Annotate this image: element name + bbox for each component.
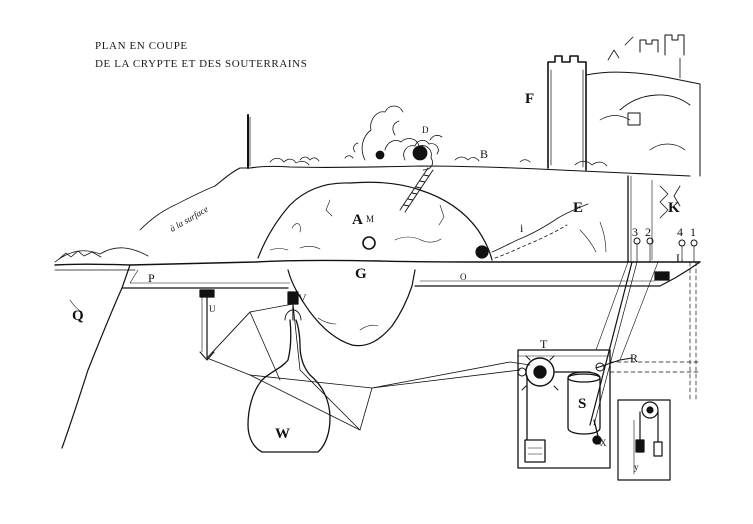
water-level-line	[54, 259, 701, 271]
label-v: V	[298, 291, 307, 305]
label-g: G	[355, 266, 367, 282]
label-s: S	[578, 396, 586, 412]
shaft-u	[199, 289, 215, 361]
label-m: M	[366, 214, 374, 224]
label-p: P	[148, 271, 155, 285]
cliff-q	[61, 287, 123, 449]
label-y: y	[634, 462, 639, 472]
label-q: Q	[72, 308, 84, 324]
surface-ground	[214, 156, 691, 187]
crypt-cave	[257, 181, 493, 261]
passage-o	[414, 261, 701, 287]
label-b: B	[480, 147, 488, 161]
label-w: W	[275, 426, 290, 442]
tunnel-i	[491, 203, 607, 259]
descent-passage	[399, 167, 434, 213]
label-t: T	[540, 337, 548, 351]
peg-markers	[633, 237, 698, 263]
label-r: R	[630, 351, 638, 365]
drive-rods	[589, 261, 659, 426]
label-number-1: 1	[690, 225, 696, 239]
label-number-4: 4	[677, 225, 683, 239]
diagram-title-line-1: PLAN EN COUPE	[95, 40, 188, 52]
label-e: E	[573, 200, 583, 216]
diagram-title-line-2: DE LA CRYPTE ET DES SOUTERRAINS	[95, 58, 308, 70]
label-number-2: 2	[645, 225, 651, 239]
label-f: F	[525, 91, 534, 107]
label-x: X	[600, 438, 607, 448]
label-number-3: 3	[632, 225, 638, 239]
castle-tower	[547, 34, 701, 177]
wire-network	[206, 303, 531, 431]
dashed-connections	[609, 261, 701, 401]
lower-cave-g	[287, 269, 416, 347]
label-o: O	[460, 272, 467, 282]
vertical-shafts	[627, 175, 681, 263]
lever-r	[595, 357, 633, 372]
label-k: K	[668, 200, 680, 216]
label-u: U	[209, 304, 216, 314]
label-d: D	[422, 125, 429, 135]
machine-box-ts	[517, 349, 611, 469]
handwritten-note: à la surface	[168, 204, 210, 234]
chamber-w	[247, 319, 331, 453]
surface-post	[247, 114, 251, 169]
passage-p	[121, 264, 291, 289]
diagram-labels: A B D E F G K L P Q R S T U V W X y M O …	[72, 91, 696, 472]
machine-box-y	[617, 399, 671, 481]
label-a: A	[352, 212, 363, 228]
tree-cluster	[344, 105, 443, 171]
label-i: i	[520, 221, 524, 235]
label-l: L	[676, 251, 683, 265]
distant-hills	[54, 185, 216, 263]
